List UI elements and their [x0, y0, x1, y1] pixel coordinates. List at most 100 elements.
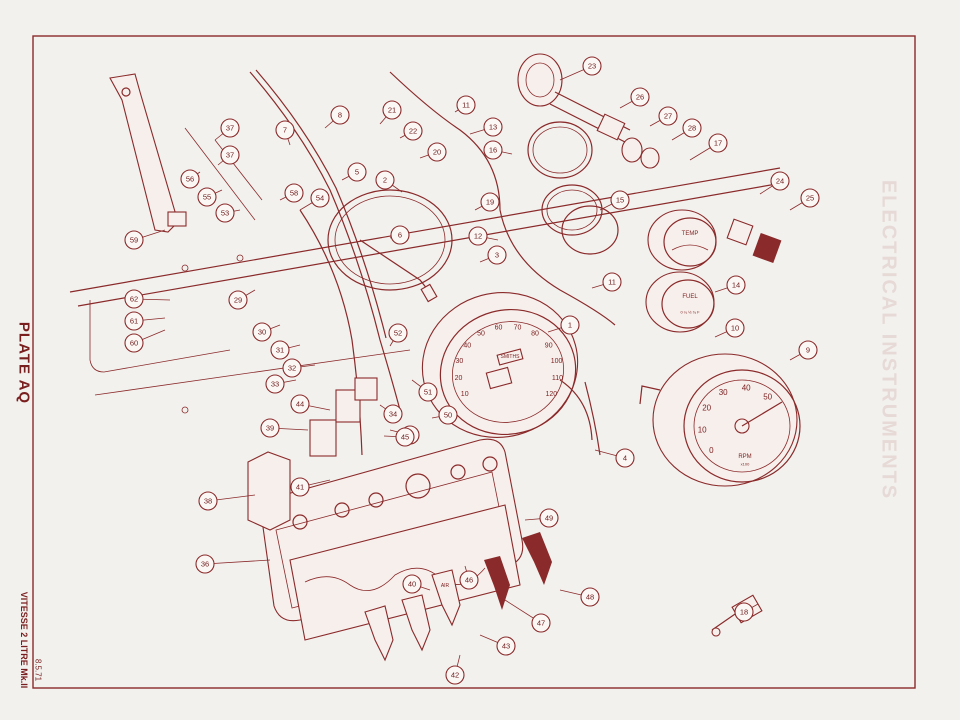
- callout-circle-31: [270, 340, 290, 360]
- speedometer-tick-label: 120: [545, 391, 557, 398]
- callout-26: 26: [630, 87, 650, 107]
- callout-53: 53: [215, 203, 235, 223]
- callout-circle-8: [330, 105, 350, 125]
- callout-number: 61: [130, 317, 138, 326]
- callout-number: 37: [226, 151, 234, 160]
- callout-54: 54: [310, 188, 330, 208]
- dashboard-panel: [69, 167, 789, 414]
- callout-number: 33: [271, 380, 279, 389]
- callout-7: 7: [275, 120, 295, 140]
- callout-circle-16: [483, 140, 503, 160]
- callout-circle-11: [456, 95, 476, 115]
- speedometer-tick-label: 110: [552, 375, 563, 382]
- callout-circle-53: [215, 203, 235, 223]
- seal-rings: [527, 121, 619, 255]
- callout-58: 58: [284, 183, 304, 203]
- callout-number: 24: [776, 177, 784, 186]
- callout-circle-19: [480, 192, 500, 212]
- callout-circle-44: [290, 394, 310, 414]
- callout-number: 45: [401, 433, 409, 442]
- callout-22: 22: [403, 121, 423, 141]
- callout-leader-36: [204, 559, 271, 565]
- callout-number: 49: [545, 514, 553, 523]
- callout-circle-46: [459, 570, 479, 590]
- plate-border: [32, 35, 916, 689]
- callout-circle-15: [610, 190, 630, 210]
- callout-circle-7: [275, 120, 295, 140]
- callout-number: 34: [389, 410, 397, 419]
- callout-49: 49: [539, 508, 559, 528]
- callout-number: 13: [489, 123, 497, 132]
- speedometer-tick-label: 20: [455, 375, 463, 382]
- callout-32: 32: [282, 358, 302, 378]
- callout-60: 60: [124, 333, 144, 353]
- tachometer-tick-label: 10: [698, 426, 707, 435]
- callout-circle-34: [383, 404, 403, 424]
- callout-number: 4: [623, 454, 627, 463]
- speedometer-tick-label: 30: [456, 358, 464, 365]
- callout-circle-36: [195, 554, 215, 574]
- switch-block: [309, 377, 378, 457]
- tachometer-tick-label: 40: [742, 384, 751, 393]
- callout-circle-42: [445, 665, 465, 685]
- speedometer-tick-label: 60: [495, 324, 503, 331]
- callout-circle-50: [438, 405, 458, 425]
- callout-circle-14: [726, 275, 746, 295]
- callout-16: 16: [483, 140, 503, 160]
- tachometer-tick-label: 50: [763, 392, 772, 401]
- callout-number: 7: [283, 126, 287, 135]
- switch-knob: [726, 218, 782, 264]
- callout-number: 53: [221, 209, 229, 218]
- levers: AIR: [364, 532, 552, 662]
- callout-38: 38: [198, 491, 218, 511]
- callout-41: 41: [290, 477, 310, 497]
- callout-number: 19: [486, 198, 494, 207]
- callout-circle-10: [725, 318, 745, 338]
- speedometer-badge: SMITHS: [501, 354, 521, 360]
- tachometer-tick-label: 0: [709, 446, 714, 455]
- bracket-59: [109, 73, 187, 233]
- callout-circle-4: [615, 448, 635, 468]
- callout-number: 16: [489, 146, 497, 155]
- callout-20: 20: [427, 142, 447, 162]
- callout-circle-22: [403, 121, 423, 141]
- callout-circle-12: [468, 226, 488, 246]
- callout-number: 17: [714, 139, 722, 148]
- tachometer-unit: RPM: [738, 454, 751, 460]
- callout-circle-56: [180, 169, 200, 189]
- callout-number: 62: [130, 295, 138, 304]
- callout-circle-2: [375, 170, 395, 190]
- callout-circle-40: [402, 574, 422, 594]
- callout-number: 2: [383, 176, 387, 185]
- callout-number: 11: [462, 101, 470, 110]
- callout-number: 46: [465, 576, 473, 585]
- callout-number: 29: [234, 296, 242, 305]
- callout-45: 45: [395, 427, 415, 447]
- callout-number: 9: [806, 346, 810, 355]
- callout-circle-18: [734, 602, 754, 622]
- callout-number: 56: [186, 175, 194, 184]
- callout-circle-52: [388, 323, 408, 343]
- callout-circle-5: [347, 162, 367, 182]
- temp-gauge-label: TEMP: [682, 231, 699, 237]
- gauge-24-assembly: [517, 53, 660, 169]
- callout-27: 27: [658, 106, 678, 126]
- callout-number: 42: [451, 671, 459, 680]
- callout-number: 50: [444, 411, 452, 420]
- callout-number: 47: [537, 619, 545, 628]
- callout-6: 6: [390, 225, 410, 245]
- callout-circle-20: [427, 142, 447, 162]
- callout-number: 12: [474, 232, 482, 241]
- callout-25: 25: [800, 188, 820, 208]
- callout-circle-62: [124, 289, 144, 309]
- callout-12: 12: [468, 226, 488, 246]
- callout-circle-49: [539, 508, 559, 528]
- callout-number: 51: [424, 388, 432, 397]
- callout-number: 32: [288, 364, 296, 373]
- callout-28: 28: [682, 118, 702, 138]
- callout-circle-41: [290, 477, 310, 497]
- callout-47: 47: [531, 613, 551, 633]
